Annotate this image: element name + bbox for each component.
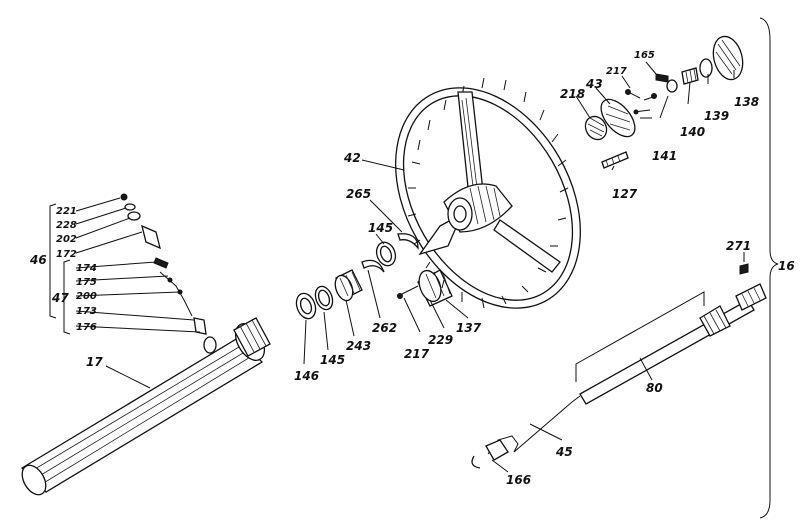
label-146a: 146 [294,369,319,383]
label-172: 172 [56,249,77,260]
label-145b: 145 [368,221,393,235]
label-202: 202 [56,234,77,245]
column-tube-17 [20,317,271,496]
leaders-left [49,197,201,389]
label-46: 46 [29,253,47,267]
leaders-shaft [575,252,745,382]
label-271: 271 [726,239,751,253]
leaders-wire [491,423,563,473]
label-217a: 217 [404,347,430,361]
label-243: 243 [346,339,371,353]
steering-shaft-80 [579,263,767,405]
bearing-stack [295,233,453,320]
label-175: 175 [76,277,97,288]
label-45: 45 [555,445,573,459]
horn-contact-parts [120,193,207,335]
label-218: 218 [560,87,585,101]
label-80: 80 [646,381,663,395]
label-176: 176 [76,322,97,333]
label-42: 42 [343,151,361,165]
label-16: 16 [778,259,795,273]
label-47: 47 [51,291,69,305]
leaders-horn [575,61,735,171]
label-228: 228 [56,220,77,231]
label-200: 200 [76,291,97,302]
label-139: 139 [704,109,729,123]
label-145a: 145 [320,353,345,367]
label-141: 141 [652,149,677,163]
label-217b: 217 [606,66,627,77]
label-265: 265 [346,187,371,201]
label-138: 138 [734,95,759,109]
label-165: 165 [634,50,655,61]
horn-wire-45 [471,395,581,469]
label-173: 173 [76,306,97,317]
steering-wheel-42 [395,77,581,309]
label-127: 127 [612,187,638,201]
label-262: 262 [372,321,397,335]
callout-labels: 221 228 202 172 174 175 200 173 176 46 4… [29,50,795,487]
label-174: 174 [76,263,97,274]
label-229: 229 [428,333,453,347]
label-221: 221 [56,206,77,217]
leader-42 [361,159,405,171]
label-17: 17 [86,355,103,369]
leaders-bearings [303,199,469,365]
horn-button-cluster [584,35,744,169]
label-43: 43 [585,77,603,91]
assembly-brace-16 [759,17,779,519]
label-140: 140 [680,125,705,139]
label-137: 137 [456,321,482,335]
label-166: 166 [506,473,531,487]
